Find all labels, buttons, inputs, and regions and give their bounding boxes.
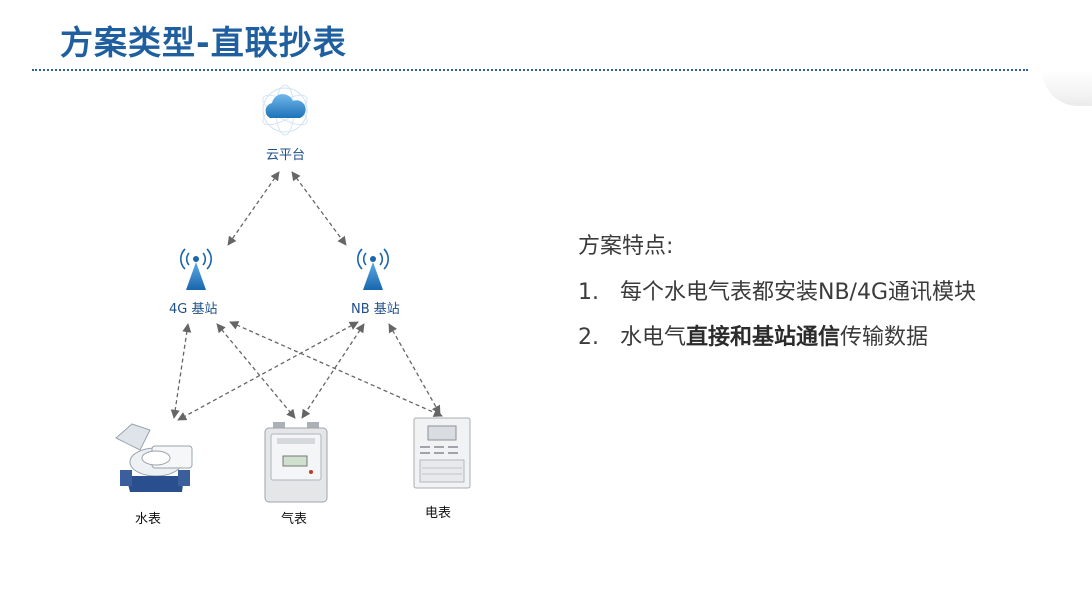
electric-meter-icon	[413, 417, 471, 489]
water-meter-icon	[115, 423, 193, 492]
feature-item-text-bold: 直接和基站通信	[686, 325, 841, 350]
link-4g-gas	[216, 323, 296, 419]
gas-meter-label: 气表	[281, 512, 308, 527]
water-meter-label: 水表	[135, 512, 162, 527]
link-nb-gas	[301, 323, 365, 419]
antenna-icon	[180, 248, 212, 290]
feature-item-text-post: 传输数据	[840, 325, 929, 350]
feature-item-number: 1.	[578, 280, 599, 305]
cloud-icon	[262, 84, 308, 136]
link-cloud-4g	[227, 171, 280, 246]
feature-item-2: 2. 水电气直接和基站通信传输数据	[578, 319, 976, 351]
antenna-icon	[357, 248, 389, 290]
station-nb-label: NB 基站	[351, 302, 400, 317]
electric-meter-label: 电表	[425, 506, 452, 521]
link-cloud-nb	[291, 171, 347, 246]
feature-item-number: 2.	[578, 325, 599, 350]
cloud-platform-label: 云平台	[266, 148, 306, 163]
title-divider	[32, 69, 1028, 71]
link-4g-electric	[229, 321, 443, 417]
feature-list: 方案特点: 1. 每个水电气表都安装NB/4G通讯模块 2. 水电气直接和基站通信传…	[578, 228, 976, 364]
station-4g-label: 4G 基站	[169, 302, 218, 317]
page-title: 方案类型-直联抄表	[60, 23, 347, 62]
feature-item-text-pre: 水电气	[620, 325, 687, 350]
gas-meter-icon	[264, 422, 328, 503]
feature-item-text: 每个水电气表都安装NB/4G通讯模块	[620, 280, 977, 305]
link-nb-water	[177, 321, 359, 421]
link-nb-electric	[388, 323, 441, 415]
feature-item-1: 1. 每个水电气表都安装NB/4G通讯模块	[578, 274, 976, 306]
feature-heading: 方案特点:	[578, 234, 674, 259]
link-4g-water	[170, 323, 192, 419]
